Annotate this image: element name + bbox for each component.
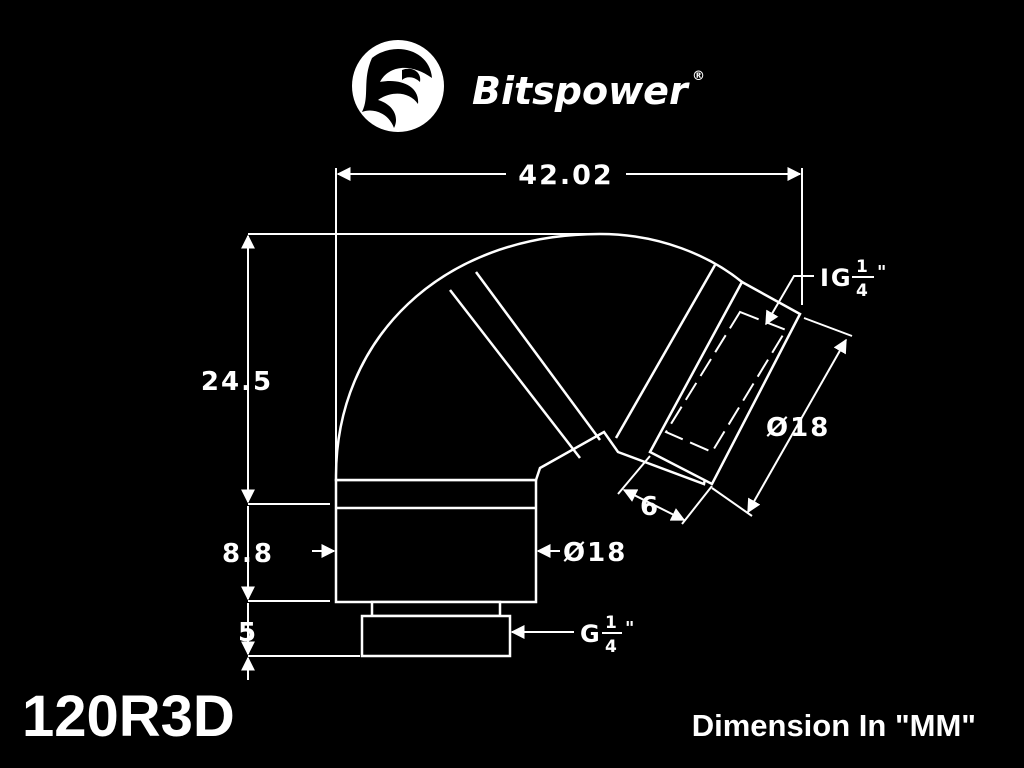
svg-text:": " [877, 262, 888, 283]
dim-height-base: 8.8 [222, 539, 274, 569]
svg-text:1: 1 [605, 613, 619, 633]
svg-text:G: G [580, 620, 602, 648]
thread-collar [370, 600, 502, 618]
dim-outlet-depth: 6 [640, 492, 660, 522]
svg-text:1: 1 [856, 257, 870, 277]
outlet-port [648, 280, 802, 486]
base-cylinder [334, 478, 538, 604]
bitspower-logo: Bitspower ® [352, 40, 705, 132]
model-number: 120R3D [22, 684, 235, 749]
dim-width: 42.02 [518, 160, 613, 191]
registered-mark: ® [692, 69, 705, 84]
svg-text:4: 4 [605, 637, 619, 657]
dim-diameter-base: Ø18 [563, 538, 627, 568]
label-thread-g14: G 1 4 " [580, 613, 636, 657]
thread-g14 [360, 614, 512, 658]
dim-height-upper: 24.5 [201, 367, 273, 397]
dimension-lines: 42.02 24.5 8.8 5 Ø18 G 1 4 " IG 1 [201, 160, 888, 680]
dim-diameter-outlet: Ø18 [766, 413, 830, 443]
svg-text:4: 4 [856, 281, 870, 301]
svg-text:IG: IG [820, 264, 853, 292]
label-thread-ig14: IG 1 4 " [820, 257, 888, 301]
dim-thread-length: 5 [238, 618, 258, 648]
svg-text:": " [625, 618, 636, 639]
brand-name: Bitspower [472, 69, 690, 113]
fitting-outline [334, 232, 802, 658]
units-note: Dimension In "MM" [692, 708, 976, 743]
